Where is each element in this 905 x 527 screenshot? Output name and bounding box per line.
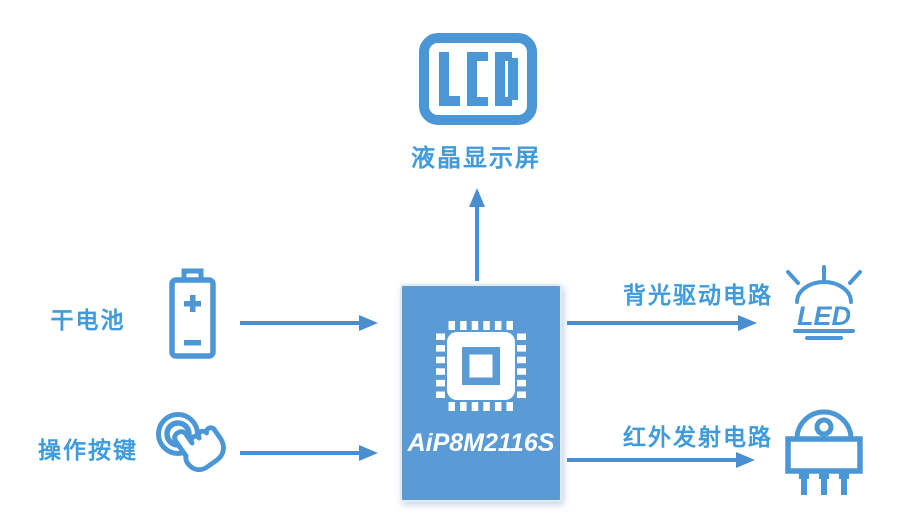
touch-gesture-icon [156, 412, 226, 473]
lcd-display-label: 液晶显示屏 [411, 146, 541, 172]
backlight-circuit-label: 背光驱动电路 [623, 283, 773, 308]
chip-block: AiP8M2116S [400, 284, 562, 502]
microchip-icon [436, 321, 526, 411]
arrow-chip-to-led [567, 315, 757, 331]
chip-name-label: AiP8M2116S [407, 429, 555, 457]
battery-icon [169, 268, 216, 359]
ir-circuit-label: 红外发射电路 [623, 425, 773, 450]
arrow-battery-to-chip [240, 315, 378, 331]
arrow-keys-to-chip [240, 445, 378, 461]
arrow-chip-to-ir [567, 452, 755, 468]
arrow-chip-to-lcd [469, 188, 485, 281]
lcd-icon [419, 33, 537, 125]
ir-emitter-icon [785, 409, 863, 495]
operation-keys-label: 操作按键 [38, 438, 138, 463]
led-icon: LED [786, 265, 862, 340]
battery-label: 干电池 [50, 308, 126, 333]
led-icon-text: LED [797, 301, 851, 331]
